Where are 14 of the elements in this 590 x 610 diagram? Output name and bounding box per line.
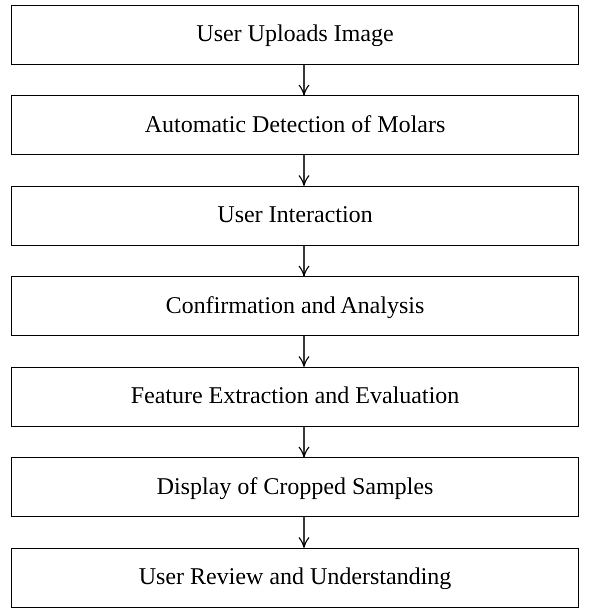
- step-label: User Uploads Image: [196, 21, 394, 48]
- step-label: Automatic Detection of Molars: [144, 112, 446, 138]
- step-label: User Review and Understanding: [138, 564, 452, 591]
- step-label: Confirmation and Analysis: [166, 292, 424, 320]
- step-label: Feature Extraction and Evaluation: [130, 383, 460, 410]
- process-box: [11, 95, 579, 155]
- process-box: [11, 4, 579, 64]
- step-label: User Interaction: [217, 202, 373, 229]
- process-box: [11, 366, 579, 426]
- process-box: [11, 186, 579, 246]
- process-box: [11, 457, 579, 517]
- process-box: [11, 276, 579, 336]
- step-label: Display of Cropped Samples: [156, 474, 434, 500]
- process-box: [11, 548, 579, 608]
